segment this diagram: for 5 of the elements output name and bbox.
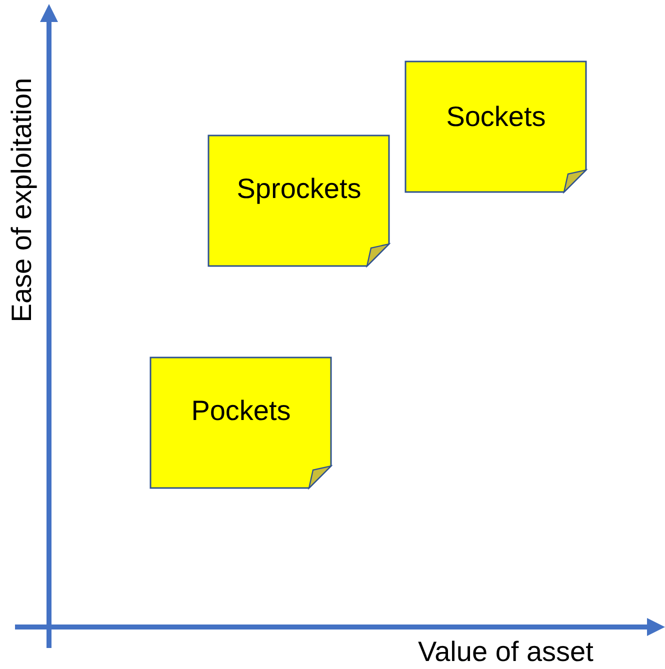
note-label: Sockets	[446, 101, 546, 133]
axis-title: Ease of exploitation	[6, 78, 38, 322]
note-label: Sprockets	[236, 173, 362, 205]
axis-title: Value of asset	[418, 636, 594, 668]
note-label: Pockets	[191, 395, 291, 427]
